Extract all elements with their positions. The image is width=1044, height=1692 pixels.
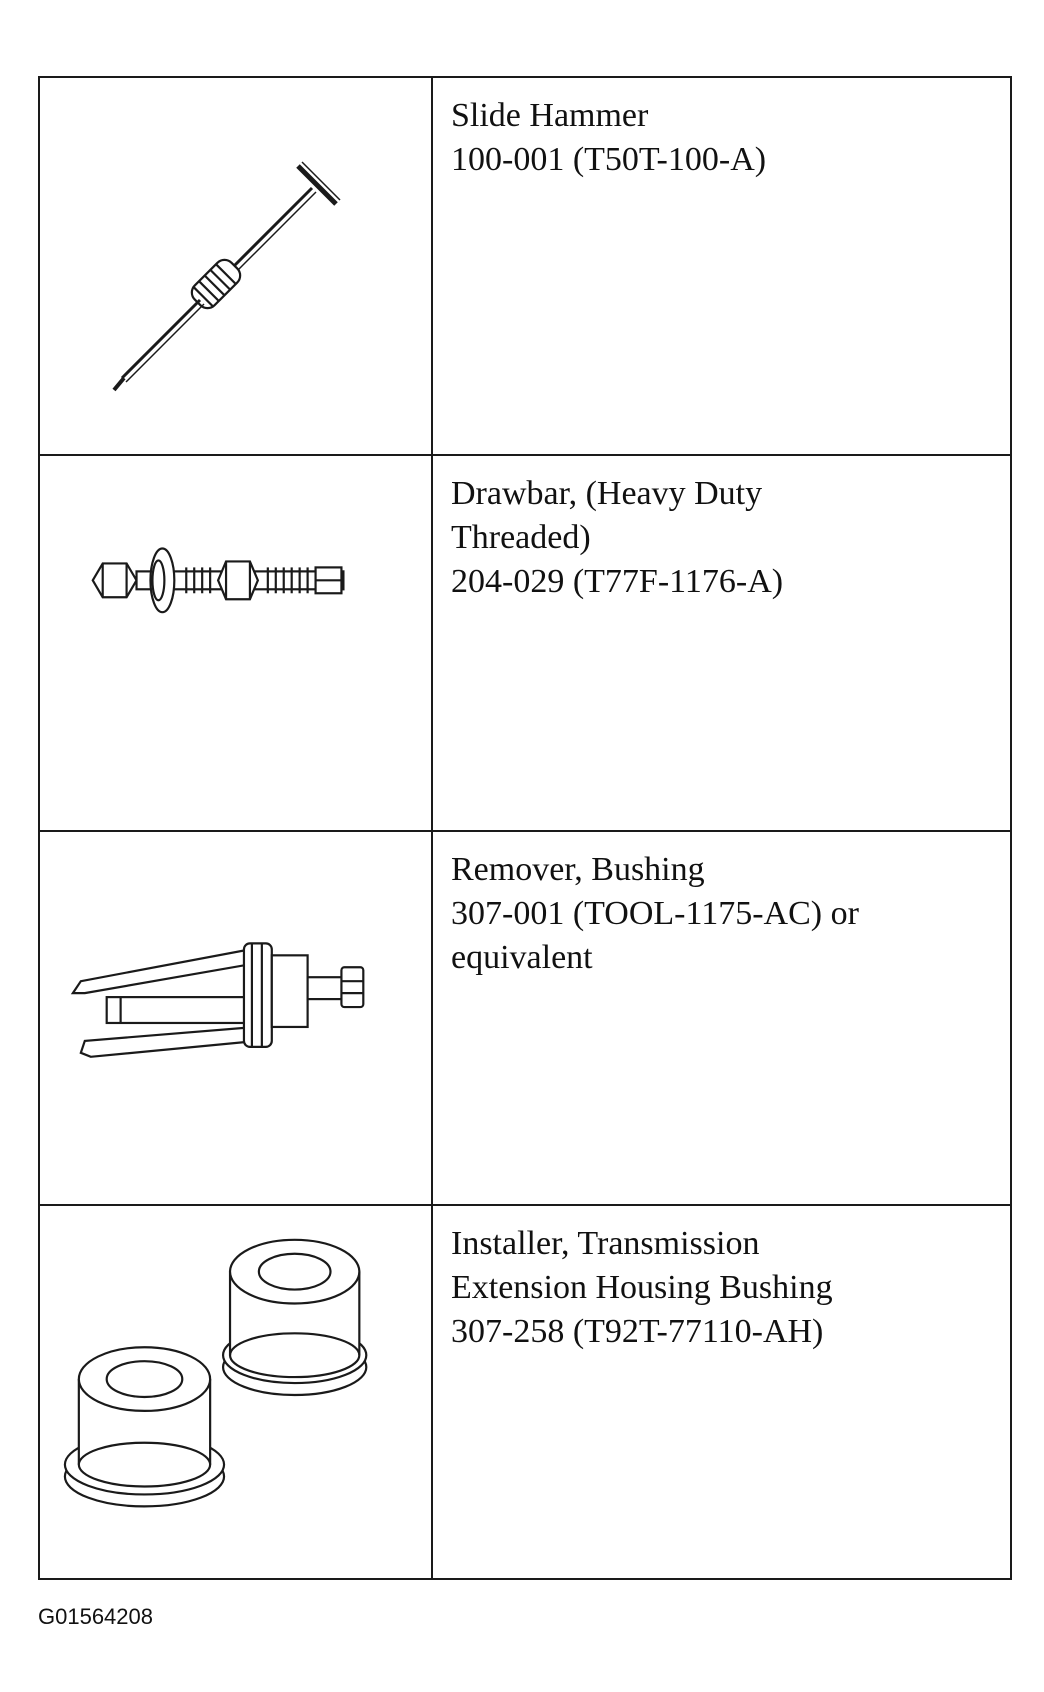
tool-illustration-cell — [40, 832, 433, 1204]
tool-name: Installer, Transmission — [451, 1225, 760, 1262]
tool-name: Remover, Bushing — [451, 851, 705, 888]
table-row: Drawbar, (Heavy Duty Threaded) 204-029 (… — [40, 454, 1010, 830]
tool-part-number: 307-001 (TOOL-1175-AC) or — [451, 895, 859, 932]
special-tools-table: Slide Hammer 100-001 (T50T-100-A) — [38, 76, 1012, 1580]
tool-note: equivalent — [451, 939, 593, 976]
tool-illustration-cell — [40, 78, 433, 454]
drawbar-icon — [91, 547, 345, 614]
tool-description: Drawbar, (Heavy Duty Threaded) 204-029 (… — [433, 456, 1010, 830]
tool-description: Slide Hammer 100-001 (T50T-100-A) — [433, 78, 1010, 454]
tool-part-number: 100-001 (T50T-100-A) — [451, 141, 767, 178]
tool-name-continued: Threaded) — [451, 519, 591, 556]
tool-part-number: 204-029 (T77F-1176-A) — [451, 563, 784, 600]
tool-name-continued: Extension Housing Bushing — [451, 1269, 833, 1306]
tool-part-number: 307-258 (T92T-77110-AH) — [451, 1313, 824, 1350]
slide-hammer-icon — [112, 161, 341, 392]
table-row: Installer, Transmission Extension Housin… — [40, 1204, 1010, 1580]
figure-id: G01564208 — [38, 1604, 153, 1629]
table-row: Slide Hammer 100-001 (T50T-100-A) — [40, 78, 1010, 454]
tool-description: Installer, Transmission Extension Housin… — [433, 1206, 1010, 1580]
tool-illustration-cell — [40, 456, 433, 830]
tool-name: Slide Hammer — [451, 97, 649, 134]
tool-illustration-cell — [40, 1206, 433, 1580]
bushing-remover-icon — [70, 942, 365, 1058]
table-row: Remover, Bushing 307-001 (TOOL-1175-AC) … — [40, 830, 1010, 1204]
tool-description: Remover, Bushing 307-001 (TOOL-1175-AC) … — [433, 832, 1010, 1204]
tool-name: Drawbar, (Heavy Duty — [451, 475, 763, 512]
bushing-installer-icon — [63, 1238, 368, 1508]
